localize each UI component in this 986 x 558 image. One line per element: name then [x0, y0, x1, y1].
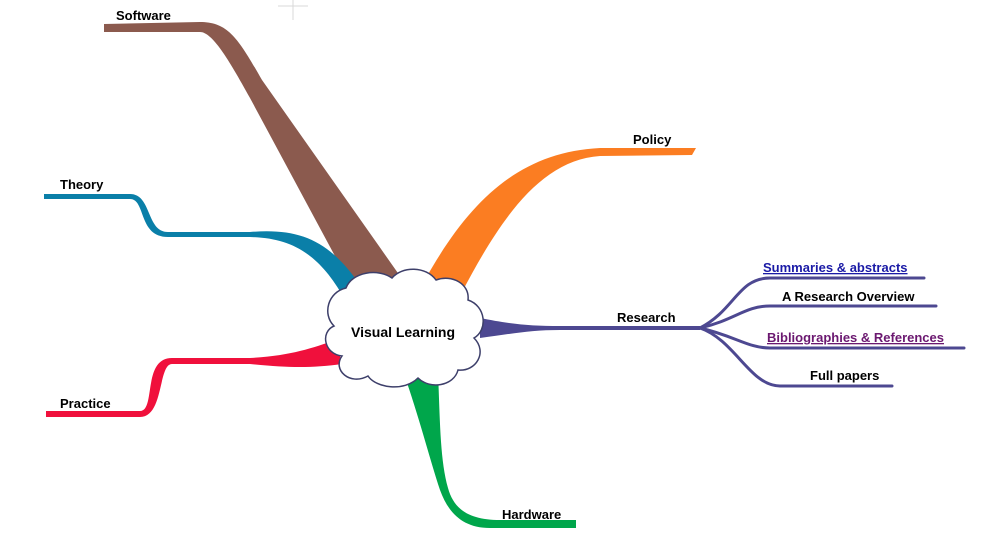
bibliographies-link[interactable]: Bibliographies & References	[767, 330, 944, 345]
central-topic-node[interactable]: Visual Learning	[324, 268, 484, 388]
theory-label[interactable]: Theory	[60, 177, 104, 192]
summaries-label[interactable]: Summaries & abstracts	[763, 260, 908, 275]
software-label[interactable]: Software	[116, 8, 171, 23]
crosshair-icon	[278, 0, 308, 20]
theory-connector	[44, 194, 362, 298]
cloud-shape	[324, 268, 484, 388]
practice-label[interactable]: Practice	[60, 396, 111, 411]
research-connector	[480, 318, 700, 338]
hardware-label[interactable]: Hardware	[502, 507, 561, 522]
overview-connector	[698, 304, 938, 330]
hardware-connector	[404, 372, 576, 528]
branch-hardware[interactable]: Hardware	[404, 372, 576, 528]
overview-label[interactable]: A Research Overview	[782, 289, 915, 304]
research-subbranches	[698, 276, 966, 388]
central-topic-label[interactable]: Visual Learning	[351, 324, 455, 340]
full-papers-label[interactable]: Full papers	[810, 368, 879, 383]
branch-practice[interactable]: Practice	[46, 340, 342, 417]
bibliographies-label[interactable]: Bibliographies & References	[767, 330, 944, 345]
policy-label[interactable]: Policy	[633, 132, 672, 147]
branch-theory[interactable]: Theory	[44, 177, 362, 298]
summaries-link[interactable]: Summaries & abstracts	[763, 260, 908, 275]
software-connector	[104, 22, 400, 284]
research-label[interactable]: Research	[617, 310, 676, 325]
branch-research[interactable]: Research	[480, 310, 700, 338]
policy-connector	[426, 148, 696, 292]
branch-software[interactable]: Software	[104, 8, 400, 284]
practice-connector	[46, 340, 342, 417]
summaries-connector	[698, 276, 926, 330]
bibliographies-connector	[698, 326, 966, 350]
full-papers-connector	[698, 326, 894, 388]
branch-policy[interactable]: Policy	[426, 132, 696, 292]
